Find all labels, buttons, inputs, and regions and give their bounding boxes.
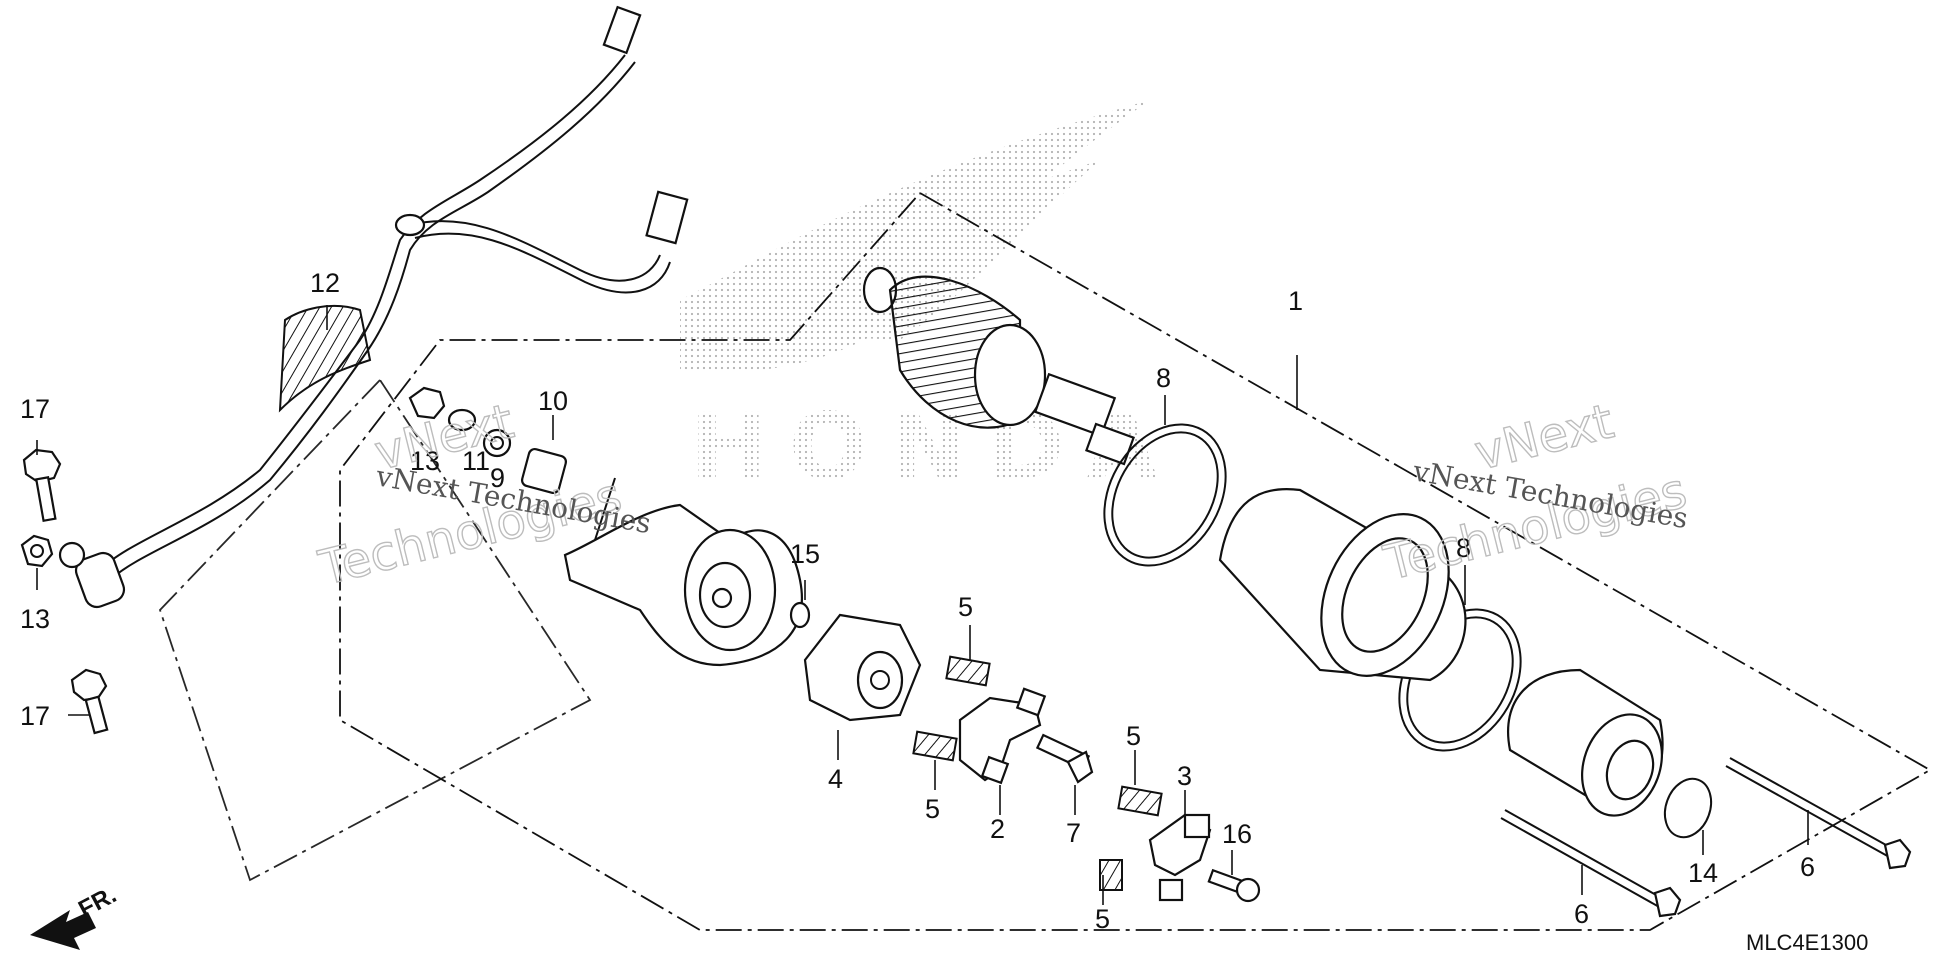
brush-holder [803,613,922,722]
callout-12: 12 [310,268,340,298]
callout-7: 7 [1066,818,1081,848]
arrow-icon [30,910,96,950]
rear-cover [1507,668,1664,817]
long-bolt-upper [1725,757,1912,870]
bolt-lower [70,668,109,735]
leader-lines [36,305,1809,905]
long-bolt-lower [1500,809,1682,918]
springs [912,655,1163,891]
callout-16: 16 [1222,819,1252,849]
brush-assembly-3 [1148,813,1212,902]
callout-6-b: 6 [1574,899,1589,929]
callout-17-a: 17 [20,394,50,424]
terminal-bolt-7 [1035,733,1094,784]
callout-5-b: 5 [925,794,940,824]
callout-5-c: 5 [1126,721,1141,751]
callout-10: 10 [538,386,568,416]
callout-8-a: 8 [1156,363,1171,393]
callout-15: 15 [790,539,820,569]
callout-2: 2 [990,814,1005,844]
callout-6-a: 6 [1800,852,1815,882]
callout-8-b: 8 [1456,533,1471,563]
callout-13-a: 13 [20,604,50,634]
callout-5-a: 5 [958,592,973,622]
washer-nut-13 [20,534,54,568]
callout-13-b: 13 [410,446,440,476]
screw-16 [1207,868,1261,903]
motor-yoke [1218,488,1467,682]
brush-plate [958,687,1047,785]
callout-3: 3 [1177,761,1192,791]
callout-4: 4 [828,764,843,794]
o-ring-14 [1663,777,1713,839]
terminal-parts [408,386,568,495]
callout-11: 11 [462,446,490,476]
assembly-frame-cable [158,379,592,882]
figure-code: MLC4E1300 [1746,930,1868,955]
bolt-upper [22,448,62,523]
callout-5-d: 5 [1095,904,1110,934]
washer-15 [789,601,811,629]
front-direction-indicator: FR. [30,881,121,950]
callout-labels: 1 2 3 4 5 5 5 5 6 6 7 8 8 9 10 11 12 13 … [20,268,1815,934]
assembly-frame-part-1 [339,192,1932,931]
armature [862,266,1135,466]
front-cover-bracket [563,477,803,667]
callout-14: 14 [1688,858,1718,888]
callout-17-b: 17 [20,701,50,731]
callout-9: 9 [490,463,505,493]
callout-1: 1 [1288,286,1303,316]
o-ring-upper [1103,423,1227,567]
starter-cable [58,5,689,609]
